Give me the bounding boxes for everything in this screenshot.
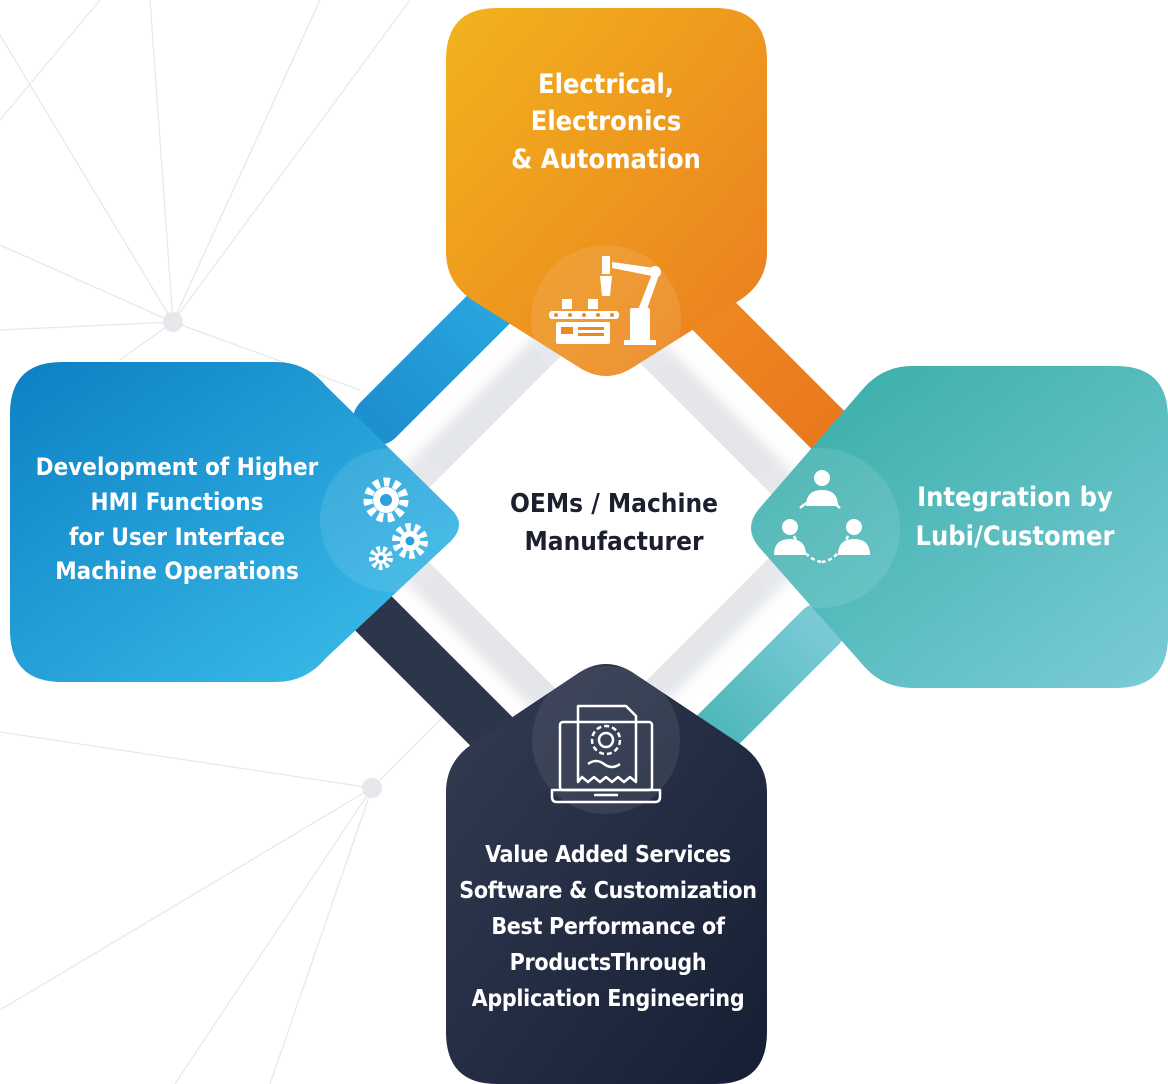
band-bottom-left xyxy=(347,587,525,765)
background-network xyxy=(0,0,461,1084)
node-top-line: Electronics xyxy=(530,106,682,138)
center-diamond xyxy=(410,338,784,712)
center-line: OEMs / Machine xyxy=(509,489,718,519)
node-left-line: HMI Functions xyxy=(90,487,264,516)
node-left-line: Development of Higher xyxy=(35,453,319,481)
node-left-label: Development of Higher HMI Functions for … xyxy=(12,450,342,589)
band-top-left xyxy=(353,273,525,445)
band-top-right xyxy=(665,267,863,465)
node-bottom-line: Software & Customization xyxy=(459,877,757,904)
node-right xyxy=(740,366,1168,688)
center-label: OEMs / Machine Manufacturer xyxy=(464,486,764,561)
node-bottom-line: Value Added Services xyxy=(485,842,731,868)
node-top-line: & Automation xyxy=(511,143,701,175)
node-top-label: Electrical, Electronics & Automation xyxy=(446,66,766,178)
laptop-gear-document-icon xyxy=(550,704,662,804)
gears-icon xyxy=(363,477,428,570)
center-line: Manufacturer xyxy=(524,526,704,557)
node-right-label: Integration by Lubi/Customer xyxy=(860,478,1168,556)
robot-arm-conveyor-icon xyxy=(549,256,661,345)
node-top xyxy=(446,8,767,395)
node-bottom-label: Value Added Services Software & Customiz… xyxy=(438,838,778,1017)
node-bottom xyxy=(446,664,767,1084)
node-bottom-line: Best Performance of xyxy=(491,913,725,940)
node-bottom-line: Application Engineering xyxy=(471,985,745,1012)
node-left-line: for User Interface xyxy=(68,522,285,551)
node-bottom-line: ProductsThrough xyxy=(509,949,707,976)
node-right-line: Lubi/Customer xyxy=(915,521,1115,553)
node-top-line: Electrical, xyxy=(537,69,675,100)
team-network-icon xyxy=(774,470,870,564)
node-left-line: Machine Operations xyxy=(55,557,299,586)
node-right-line: Integration by xyxy=(917,482,1113,513)
